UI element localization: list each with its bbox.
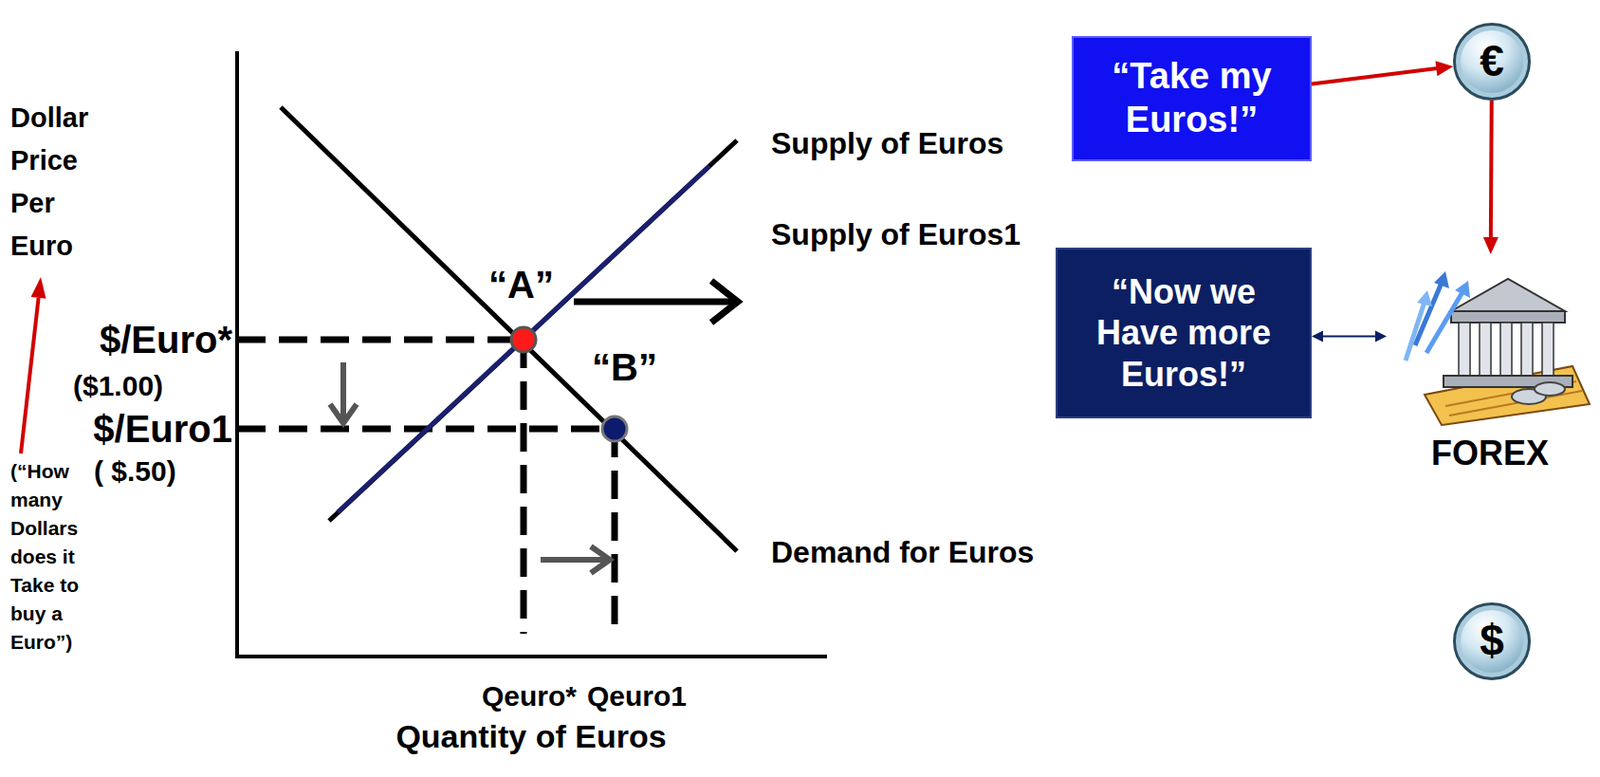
node-text: “Now we Have more Euros!” <box>1068 271 1299 395</box>
demand-curve <box>280 107 737 552</box>
coin-stack <box>1534 382 1565 396</box>
curve-label: Supply of Euros1 <box>771 217 1021 253</box>
equilibrium-point-b <box>602 416 627 442</box>
trend-arrow <box>1426 292 1463 353</box>
curve-label: Demand for Euros <box>771 534 1034 571</box>
arrowhead <box>1483 237 1499 255</box>
supply-curve-shifted <box>337 165 710 513</box>
point-label: “A” <box>488 262 554 307</box>
dashed-guide <box>611 428 619 634</box>
dashed-guide <box>520 339 528 634</box>
dashed-guide <box>237 336 524 344</box>
price-label: $/Euro* <box>99 317 233 362</box>
arrowhead <box>1434 60 1453 76</box>
quantity-rise-arrowhead <box>590 546 610 573</box>
trend-arrowhead <box>1434 271 1450 289</box>
node-text: FOREX <box>1431 432 1549 474</box>
axis-direction-arrow <box>20 297 39 454</box>
ledger-book <box>1424 366 1590 425</box>
quantity-label: Qeuro* <box>481 680 577 714</box>
price-value: ($1.00) <box>73 369 164 404</box>
price-value: ( $.50) <box>93 455 177 489</box>
axis-title: Dollar Price Per Euro <box>10 96 117 268</box>
trend-arrow <box>1405 301 1425 361</box>
quantity-rise-arrow <box>540 556 607 563</box>
supply-curve <box>329 140 737 521</box>
node-text: $ <box>1479 614 1505 667</box>
arrowhead <box>1375 331 1387 343</box>
bank-column <box>1458 322 1471 376</box>
quantity-label: Qeuro1 <box>587 680 687 714</box>
axis-note: (“How many Dollars does it Take to buy a… <box>10 457 92 657</box>
y-axis <box>235 51 240 657</box>
trend-arrowhead <box>1416 290 1433 307</box>
speech-box: “Now we Have more Euros!” <box>1055 247 1312 419</box>
connector-arrow <box>1311 68 1437 84</box>
connector-arrow <box>1322 335 1377 338</box>
point-label: “B” <box>591 345 658 389</box>
trend-arrowhead <box>1454 280 1471 298</box>
forex-market: FOREX <box>1386 254 1594 478</box>
curve-label: Supply of Euros <box>771 126 1004 162</box>
node-text: “Take my Euros!” <box>1085 55 1299 142</box>
speech-box: “Take my Euros!” <box>1071 36 1312 162</box>
shift-arrowhead <box>711 280 738 323</box>
bank-pediment <box>1451 278 1565 312</box>
x-axis <box>235 654 828 659</box>
dollar-coin: $ <box>1452 602 1531 681</box>
bank-column <box>1500 322 1512 376</box>
connector-arrow <box>1489 100 1494 239</box>
price-fall-arrow <box>340 362 347 420</box>
axis-title: Quantity of Euros <box>395 717 666 755</box>
equilibrium-point-a <box>511 327 536 352</box>
axis-direction-arrowhead <box>31 276 47 299</box>
node-text: € <box>1479 35 1505 88</box>
arrowhead <box>1311 331 1324 343</box>
euro-coin: € <box>1452 22 1531 101</box>
bank-illustration <box>1386 254 1594 427</box>
shift-arrow <box>573 298 735 306</box>
bank-beam <box>1451 311 1565 323</box>
bank-column <box>1521 322 1533 376</box>
price-fall-arrowhead <box>330 404 357 423</box>
bank-column <box>1542 322 1554 376</box>
price-label: $/Euro1 <box>92 406 233 451</box>
bank-column <box>1479 322 1491 376</box>
